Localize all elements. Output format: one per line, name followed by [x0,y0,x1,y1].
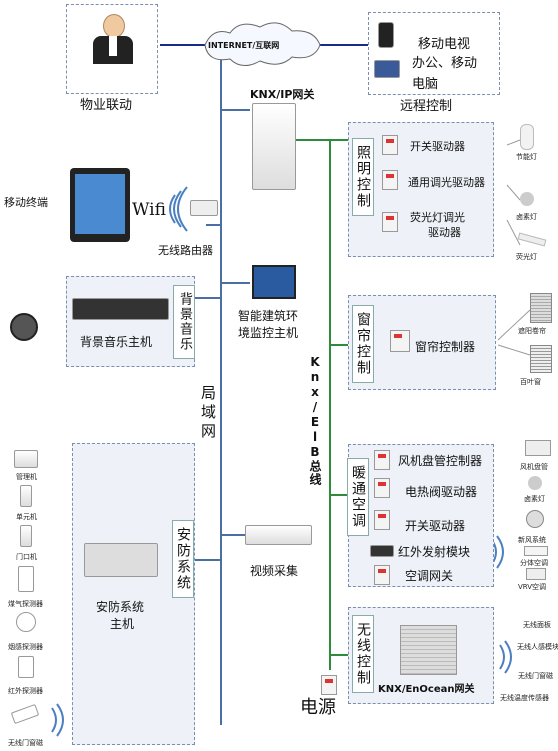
hvac-switch-device [374,510,390,530]
hvac-fan-device [374,450,390,470]
split-label: 分体空调 [520,559,548,567]
lighting-fluor-label-2: 驱动器 [428,226,461,239]
internet-label: INTERNET/互联网 [208,41,280,50]
hvac-halogen-icon [528,476,542,490]
shade-label: 遮阳卷帘 [518,327,546,335]
wl-door-label: 无线门窗磁 [518,672,553,680]
office-label: 办公、移动 [412,56,478,71]
lighting-title: 照明控制 [352,138,374,216]
fan-coil-label: 风机盘管 [520,463,548,471]
hvac-switch-label: 开关驱动器 [405,519,466,533]
speaker-icon [10,313,38,341]
split-ac-icon [524,546,548,556]
gas-icon [18,566,34,592]
property-label: 物业联动 [80,98,133,113]
lighting-fluor-label-1: 荧光灯调光 [410,211,465,224]
temp-label: 无线温度传感器 [500,694,549,702]
tablet-icon [70,168,130,242]
mgr-label: 管理机 [16,473,37,481]
router-icon [190,200,218,216]
wdoor-label: 无线门窗磁 [8,739,43,747]
lighting-dimmer-device [382,170,398,190]
video-label: 视频采集 [250,564,299,578]
halogen-icon [520,192,534,206]
remote-label: 远程控制 [400,99,453,114]
bus-label: Knx/ElB总线 [308,355,322,486]
unit-label: 单元机 [16,513,37,521]
blind-icon [530,345,552,373]
bulb-icon [520,124,534,150]
vrv-icon [526,568,546,580]
body-label: 无线人感模块 [517,643,558,651]
monitor-label-2: 境监控主机 [238,326,299,340]
unit-icon [20,485,32,507]
fan-coil-icon [525,440,551,456]
lighting-switch-label: 开关驱动器 [410,140,465,153]
hvac-fan-label: 风机盘管控制器 [398,454,483,468]
gas-label: 煤气探测器 [8,600,43,608]
lighting-fluor-device [382,212,398,232]
security-host-label-2: 主机 [110,617,135,631]
hvac-gw-label: 空调网关 [405,569,454,583]
computer-label: 电脑 [412,77,439,92]
router-label: 无线路由器 [158,244,213,257]
mgr-icon [14,450,38,468]
hvac-ir-label: 红外发射模块 [398,545,471,559]
knx-ip-label: KNX/IP网关 [250,88,315,101]
lamp3-label: 荧光灯 [516,253,537,261]
knx-ip-gateway-device [252,103,296,190]
hvac-ir-device [370,545,394,557]
hvac-valve-device [374,478,390,498]
wifi-label: Wifi [132,200,166,220]
mobile-tv-label: 移动电视 [418,37,471,52]
shade-icon [530,293,552,323]
security-host-label-1: 安防系统 [96,600,145,614]
curtain-device [390,330,410,352]
lamp2-label: 卤素灯 [516,213,537,221]
smoke-label: 烟感探测器 [8,643,43,651]
lamp1-label: 节能灯 [516,153,537,161]
security-title: 安防系统 [172,520,194,598]
ir-label: 红外探测器 [8,687,43,695]
curtain-ctrl-label: 窗帘控制器 [415,340,476,354]
security-host-device [84,543,158,577]
door-icon [20,525,32,547]
hvac-gw-device [374,565,390,585]
lan-label: 局域网 [199,385,217,442]
music-host-label: 背景音乐主机 [80,335,153,349]
blind-label: 百叶窗 [520,378,541,386]
power-label: 电源 [300,697,336,718]
monitor-label-1: 智能建筑环 [238,309,299,323]
music-host-device [72,298,169,320]
phone-icon [378,22,394,48]
vrv-label: VRV空调 [518,583,547,591]
user-icon [93,14,133,64]
fresh-label: 新风系统 [518,536,546,544]
lighting-switch-device [382,135,398,155]
mobile-terminal-label: 移动终端 [4,196,48,209]
ir-icon [18,656,34,678]
music-title: 背景音乐 [173,285,195,359]
smoke-icon [16,612,36,632]
fresh-air-icon [526,510,544,528]
hvac-title: 暖通空调 [347,458,369,536]
enocean-gw-device [400,625,457,675]
hvac-valve-label: 电热阀驱动器 [405,485,478,499]
hvac-halogen-label: 卤素灯 [524,495,545,503]
lighting-dimmer-label: 通用调光驱动器 [408,176,485,189]
door-label: 门口机 [16,553,37,561]
panel-label: 无线面板 [523,621,551,629]
video-device [245,525,312,545]
power-device [321,675,337,695]
laptop-icon [374,60,400,78]
hvac-box [348,444,494,587]
enocean-gw-label: KNX/EnOcean网关 [378,684,475,695]
curtain-title: 窗帘控制 [352,305,374,383]
wireless-title: 无线控制 [352,615,374,693]
monitor-icon [252,265,296,299]
